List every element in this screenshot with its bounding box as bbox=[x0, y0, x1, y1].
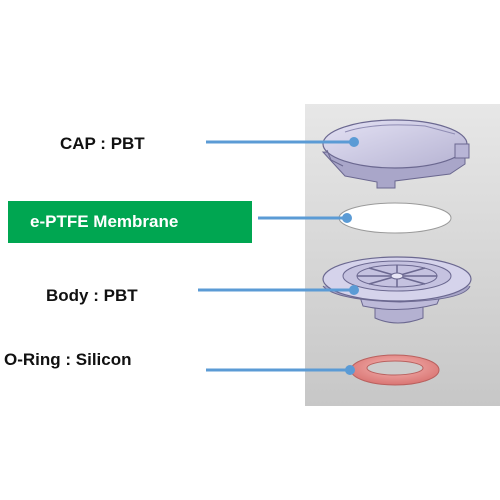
body-part bbox=[322, 256, 472, 324]
membrane-label: e-PTFE Membrane bbox=[30, 212, 179, 231]
membrane-leader-dot bbox=[342, 213, 352, 223]
oring-part bbox=[350, 354, 440, 386]
body-label: Body : PBT bbox=[46, 286, 138, 305]
exploded-view-render bbox=[305, 104, 500, 406]
cap-part bbox=[321, 119, 470, 189]
oring-label: O-Ring : Silicon bbox=[4, 350, 132, 369]
membrane-label-box: e-PTFE Membrane bbox=[8, 201, 252, 243]
cap-label: CAP : PBT bbox=[60, 134, 145, 153]
cap-leader-dot bbox=[349, 137, 359, 147]
body-leader-dot bbox=[349, 285, 359, 295]
oring-leader-dot bbox=[345, 365, 355, 375]
